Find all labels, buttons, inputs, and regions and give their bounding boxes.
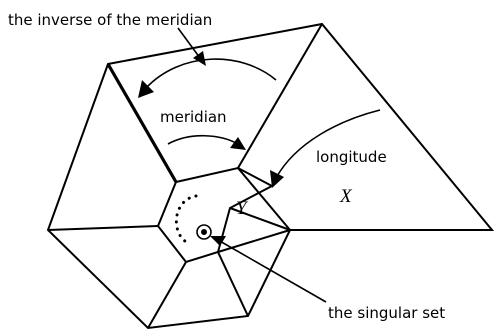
meridian-arrow xyxy=(167,134,239,145)
dotted-loop xyxy=(175,194,198,246)
outer-boundary xyxy=(46,22,494,330)
singular-set-pointer xyxy=(217,239,327,303)
region-y-label: Y xyxy=(236,198,249,219)
inner-hexagon xyxy=(156,166,275,264)
spoke-left xyxy=(47,225,159,231)
singular-point xyxy=(201,229,207,235)
meridian-edge xyxy=(106,63,178,183)
inverse-meridian-pointer-head xyxy=(193,51,206,66)
singular-set-pointer-head xyxy=(210,236,226,246)
spoke-right-lower xyxy=(217,229,291,253)
inverse-meridian-pointer xyxy=(177,27,201,59)
edge-upper-triangle-left xyxy=(237,23,323,169)
longitude-arrow xyxy=(275,109,381,179)
meridian-label: meridian xyxy=(160,108,227,126)
singular-set-label: the singular set xyxy=(328,304,445,322)
longitude-arrowhead xyxy=(270,170,284,188)
spoke-right xyxy=(229,207,291,231)
spoke-lower-right xyxy=(217,251,249,317)
inverse-meridian-arrowhead xyxy=(138,80,154,98)
region-x-label: X xyxy=(339,186,353,207)
inverse-meridian-arrow xyxy=(145,58,277,89)
spoke-lower-left xyxy=(147,261,187,329)
meridian-arrowhead xyxy=(230,137,246,150)
edge-x-lower-left xyxy=(237,167,291,231)
longitude-label: longitude xyxy=(316,148,387,166)
inverse-meridian-label: the inverse of the meridian xyxy=(8,11,212,29)
